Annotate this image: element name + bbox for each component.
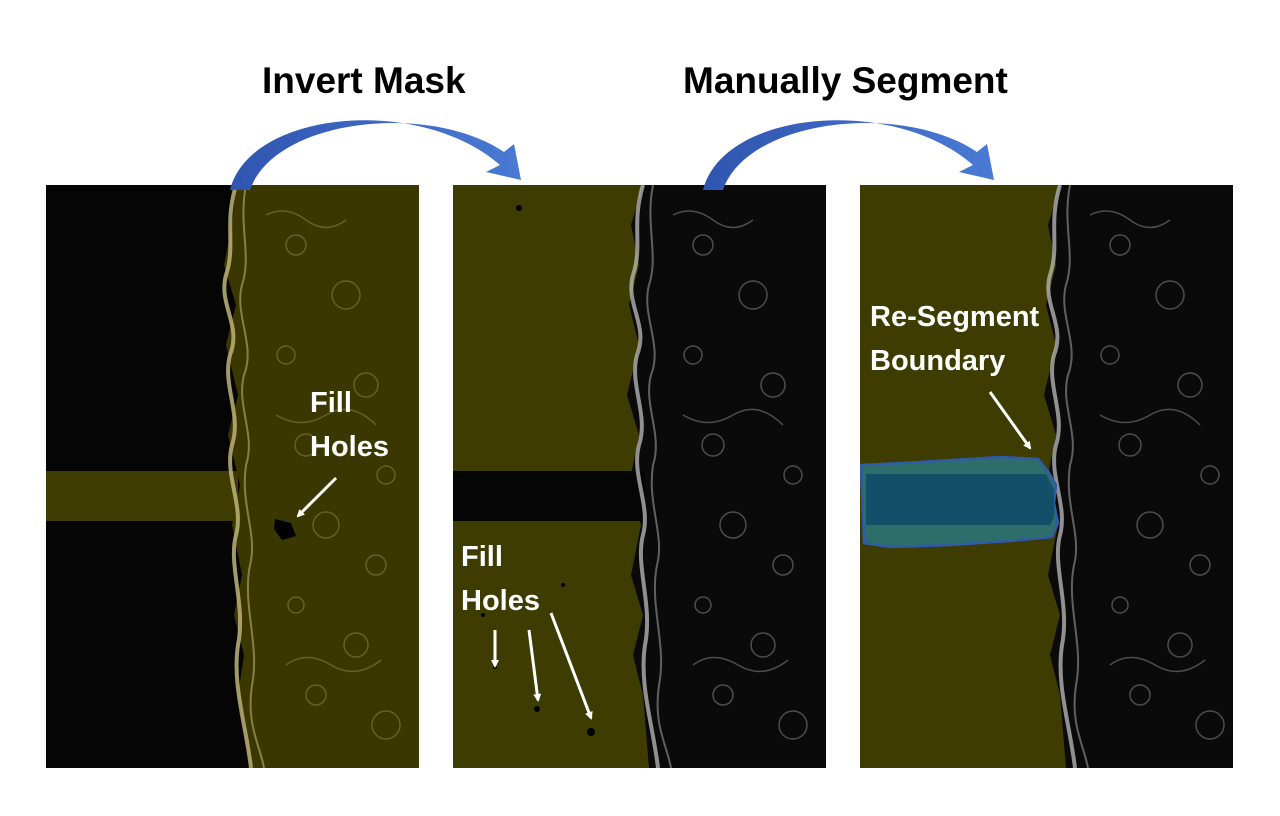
annotation-fill-holes-1-line2: Holes (310, 431, 389, 463)
panel-original-image (46, 185, 419, 768)
annotation-fill-holes-1-line1: Fill (310, 387, 352, 419)
annotation-resegment-line2: Boundary (870, 345, 1006, 377)
panel-segmented-image (860, 185, 1233, 768)
curved-arrow-invert-icon (230, 120, 521, 190)
step-title-invert-mask: Invert Mask (262, 60, 466, 101)
curved-arrow-manual-icon (703, 120, 994, 190)
annotation-resegment-line1: Re-Segment (870, 301, 1040, 333)
annotation-fill-holes-2-line1: Fill (461, 541, 503, 573)
annotation-fill-holes-2-line2: Holes (461, 585, 540, 617)
panel-original-mask: Fill Holes (46, 185, 419, 768)
panel-manually-segmented: Re-Segment Boundary (860, 185, 1233, 768)
panel-inverted-image (453, 185, 826, 768)
step-title-manually-segment: Manually Segment (683, 60, 1008, 101)
panel-inverted-mask: Fill Holes (453, 185, 826, 768)
